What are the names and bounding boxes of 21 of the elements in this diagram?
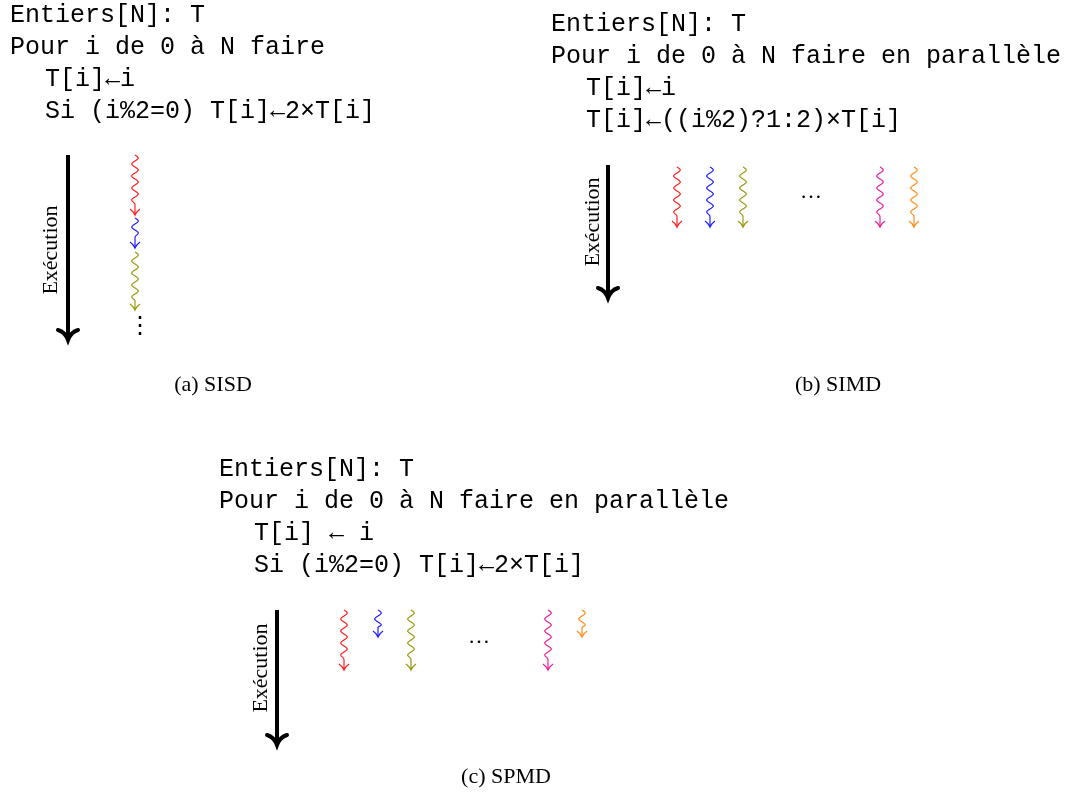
axis-label: Exécution [247,623,273,713]
caption: (b) SIMD [794,371,882,397]
code-line: Si (i%2=0) T[i]←2×T[i] [45,97,376,127]
code-line: Pour i de 0 à N faire [10,33,326,63]
code-line: Entiers[N]: T [551,10,747,40]
axis-label: Exécution [579,177,605,267]
ellipsis: ⋮ [128,312,152,338]
code-line: Entiers[N]: T [10,1,206,31]
code-line: T[i]←i [45,65,135,95]
code-line: Pour i de 0 à N faire en parallèle [219,487,730,517]
caption: (a) SISD [174,371,252,397]
code-line: Pour i de 0 à N faire en parallèle [551,42,1062,72]
ellipsis: … [800,178,824,204]
code-line: Entiers[N]: T [219,455,415,485]
caption: (c) SPMD [461,763,551,789]
ellipsis: … [468,623,492,649]
code-line: T[i] ← i [254,519,375,549]
axis-label: Exécution [37,205,63,295]
code-line: T[i]←i [586,74,676,104]
code-line: Si (i%2=0) T[i]←2×T[i] [254,551,585,581]
code-line: T[i]←((i%2)?1:2)×T[i] [586,106,902,136]
